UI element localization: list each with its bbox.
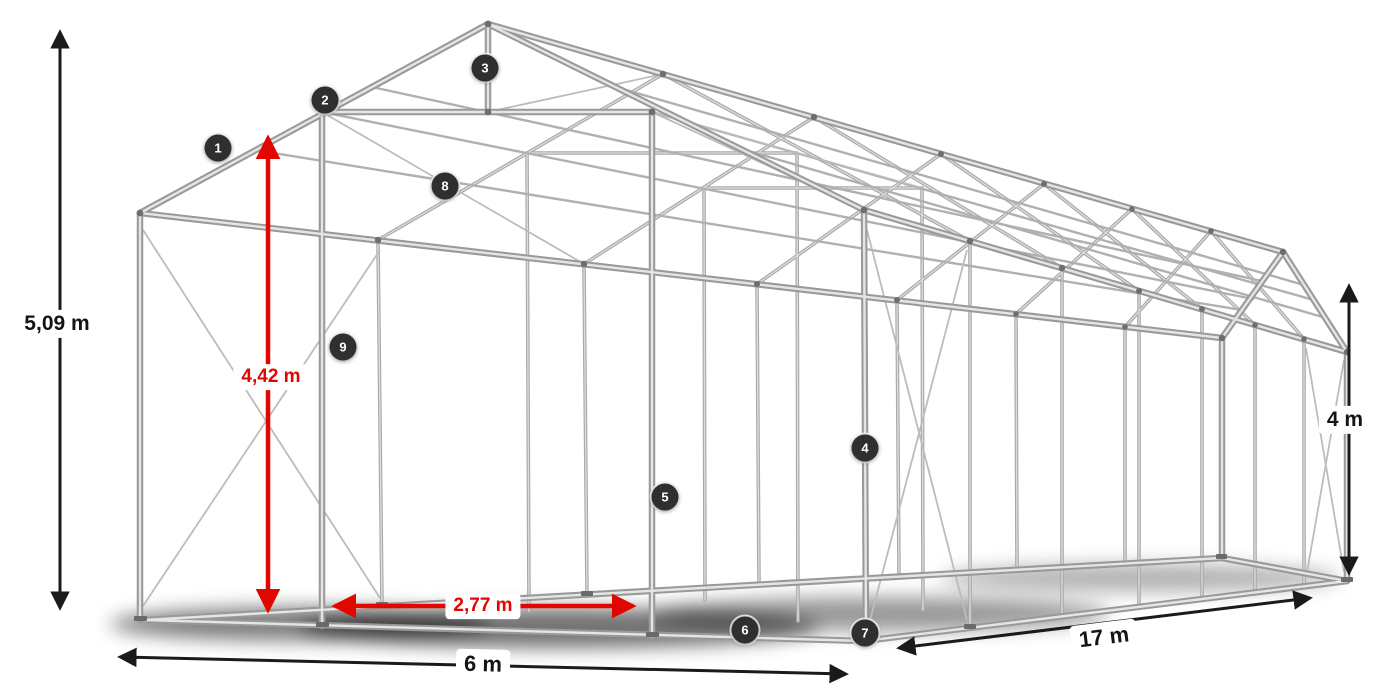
callout-badge-4: 4 — [851, 434, 879, 462]
callout-badge-3: 3 — [471, 54, 499, 82]
ridge-height-label: 5,09 m — [16, 309, 98, 339]
callout-badge-5: 5 — [651, 483, 679, 511]
callout-badge-7: 7 — [851, 619, 879, 647]
passage-width-label: 2,77 m — [445, 593, 521, 619]
clearance-height-label: 4,42 m — [233, 364, 309, 390]
callout-badge-1: 1 — [204, 134, 232, 162]
callout-badge-8: 8 — [431, 172, 459, 200]
frame-secondary — [376, 72, 1306, 630]
callout-badge-9: 9 — [329, 333, 357, 361]
side-height-label: 4 m — [1318, 405, 1372, 435]
callout-badge-2: 2 — [311, 86, 339, 114]
front-width-label: 6 m — [455, 648, 511, 680]
callout-badge-6: 6 — [731, 616, 759, 644]
